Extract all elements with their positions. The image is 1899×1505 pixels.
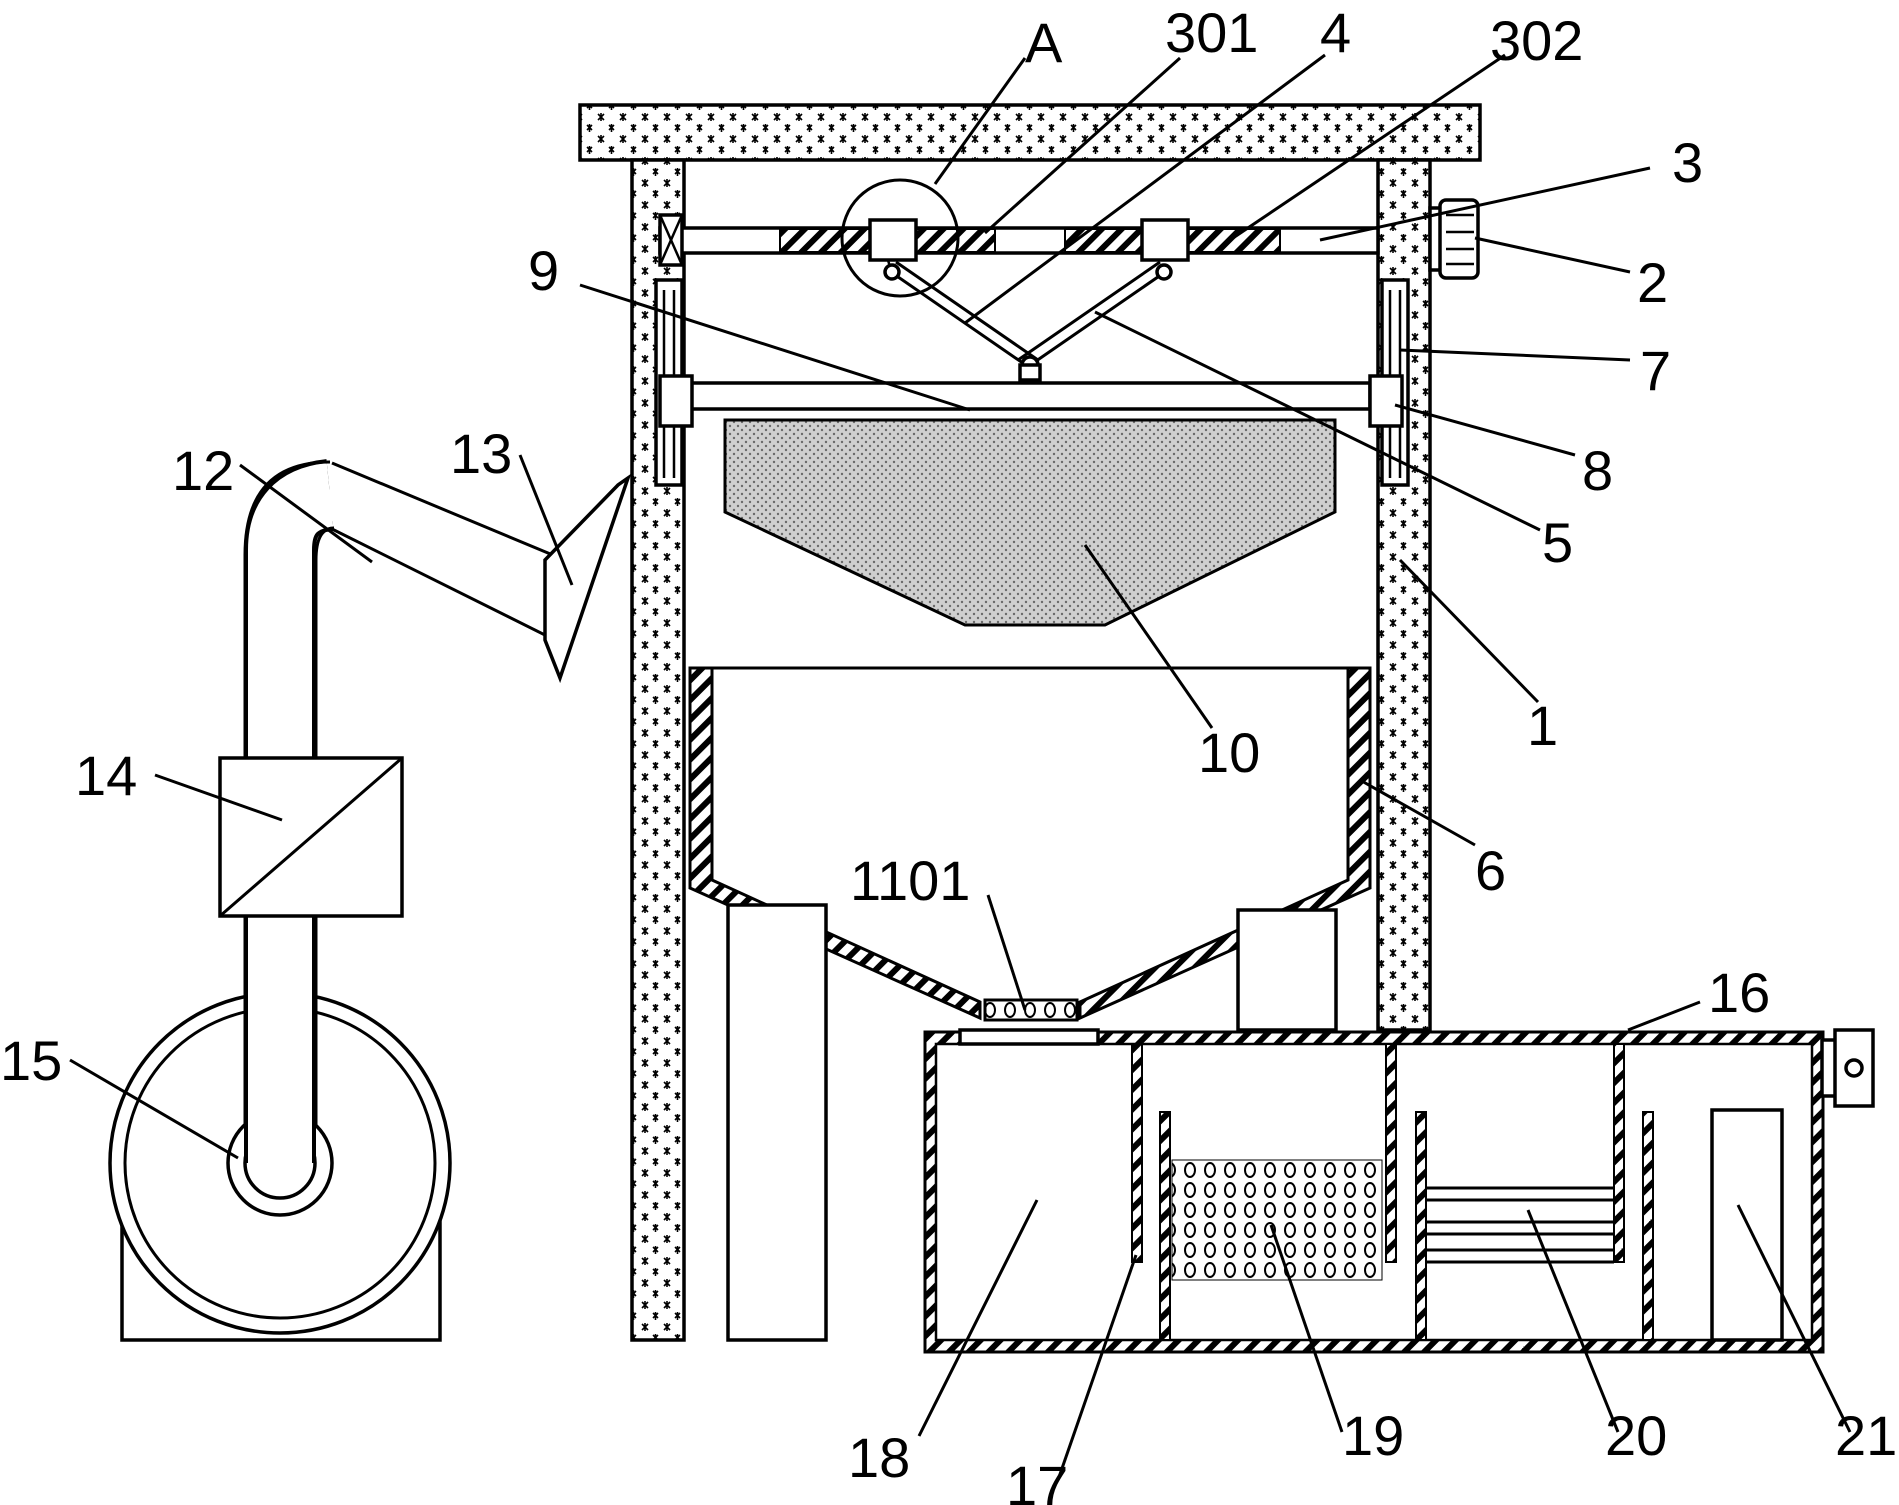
blower-assembly: [108, 459, 632, 1342]
label-15: 15: [0, 1029, 62, 1092]
label-17: 17: [1006, 1454, 1068, 1505]
air-nozzle-13: [543, 473, 632, 684]
label-13: 13: [450, 422, 512, 485]
label-302: 302: [1490, 9, 1583, 72]
support-leg-left: [726, 903, 828, 1342]
label-9: 9: [528, 239, 559, 302]
water-tank: [923, 1028, 1875, 1354]
label-6: 6: [1475, 839, 1506, 902]
link-rods: [883, 259, 1173, 382]
label-12: 12: [172, 439, 234, 502]
support-leg-right: [1236, 908, 1338, 1032]
motor: [1428, 198, 1480, 280]
label-7: 7: [1640, 339, 1671, 402]
label-1101: 1101: [850, 849, 970, 912]
label-14: 14: [75, 744, 137, 807]
label-2: 2: [1637, 251, 1668, 314]
slider-right: [1368, 374, 1404, 428]
partition-17: [1131, 1043, 1143, 1263]
top-beam: [578, 103, 1482, 162]
label-20: 20: [1605, 1404, 1667, 1467]
slider-left: [658, 374, 694, 428]
label-a: A: [1025, 11, 1063, 74]
label-5: 5: [1542, 511, 1573, 574]
hopper: [688, 666, 1372, 1022]
nut-left: [868, 218, 918, 262]
label-18: 18: [848, 1426, 910, 1489]
label-16: 16: [1708, 961, 1770, 1024]
grid-plates-20: [1426, 1186, 1614, 1264]
label-10: 10: [1198, 721, 1260, 784]
label-8: 8: [1582, 439, 1613, 502]
discharge-grate-1101: [983, 998, 1079, 1022]
label-21: 21: [1835, 1404, 1897, 1467]
nut-right: [1140, 218, 1190, 262]
label-4: 4: [1320, 1, 1351, 64]
leader-lines: [69, 53, 1852, 1481]
label-1: 1: [1527, 694, 1558, 757]
detail-circle-a: [840, 178, 960, 298]
label-19: 19: [1342, 1404, 1404, 1467]
label-301: 301: [1165, 1, 1258, 64]
screen-basket: [723, 418, 1337, 627]
label-3: 3: [1672, 131, 1703, 194]
screw-rod: [658, 178, 1380, 298]
filter-media-19: [1171, 1159, 1383, 1281]
